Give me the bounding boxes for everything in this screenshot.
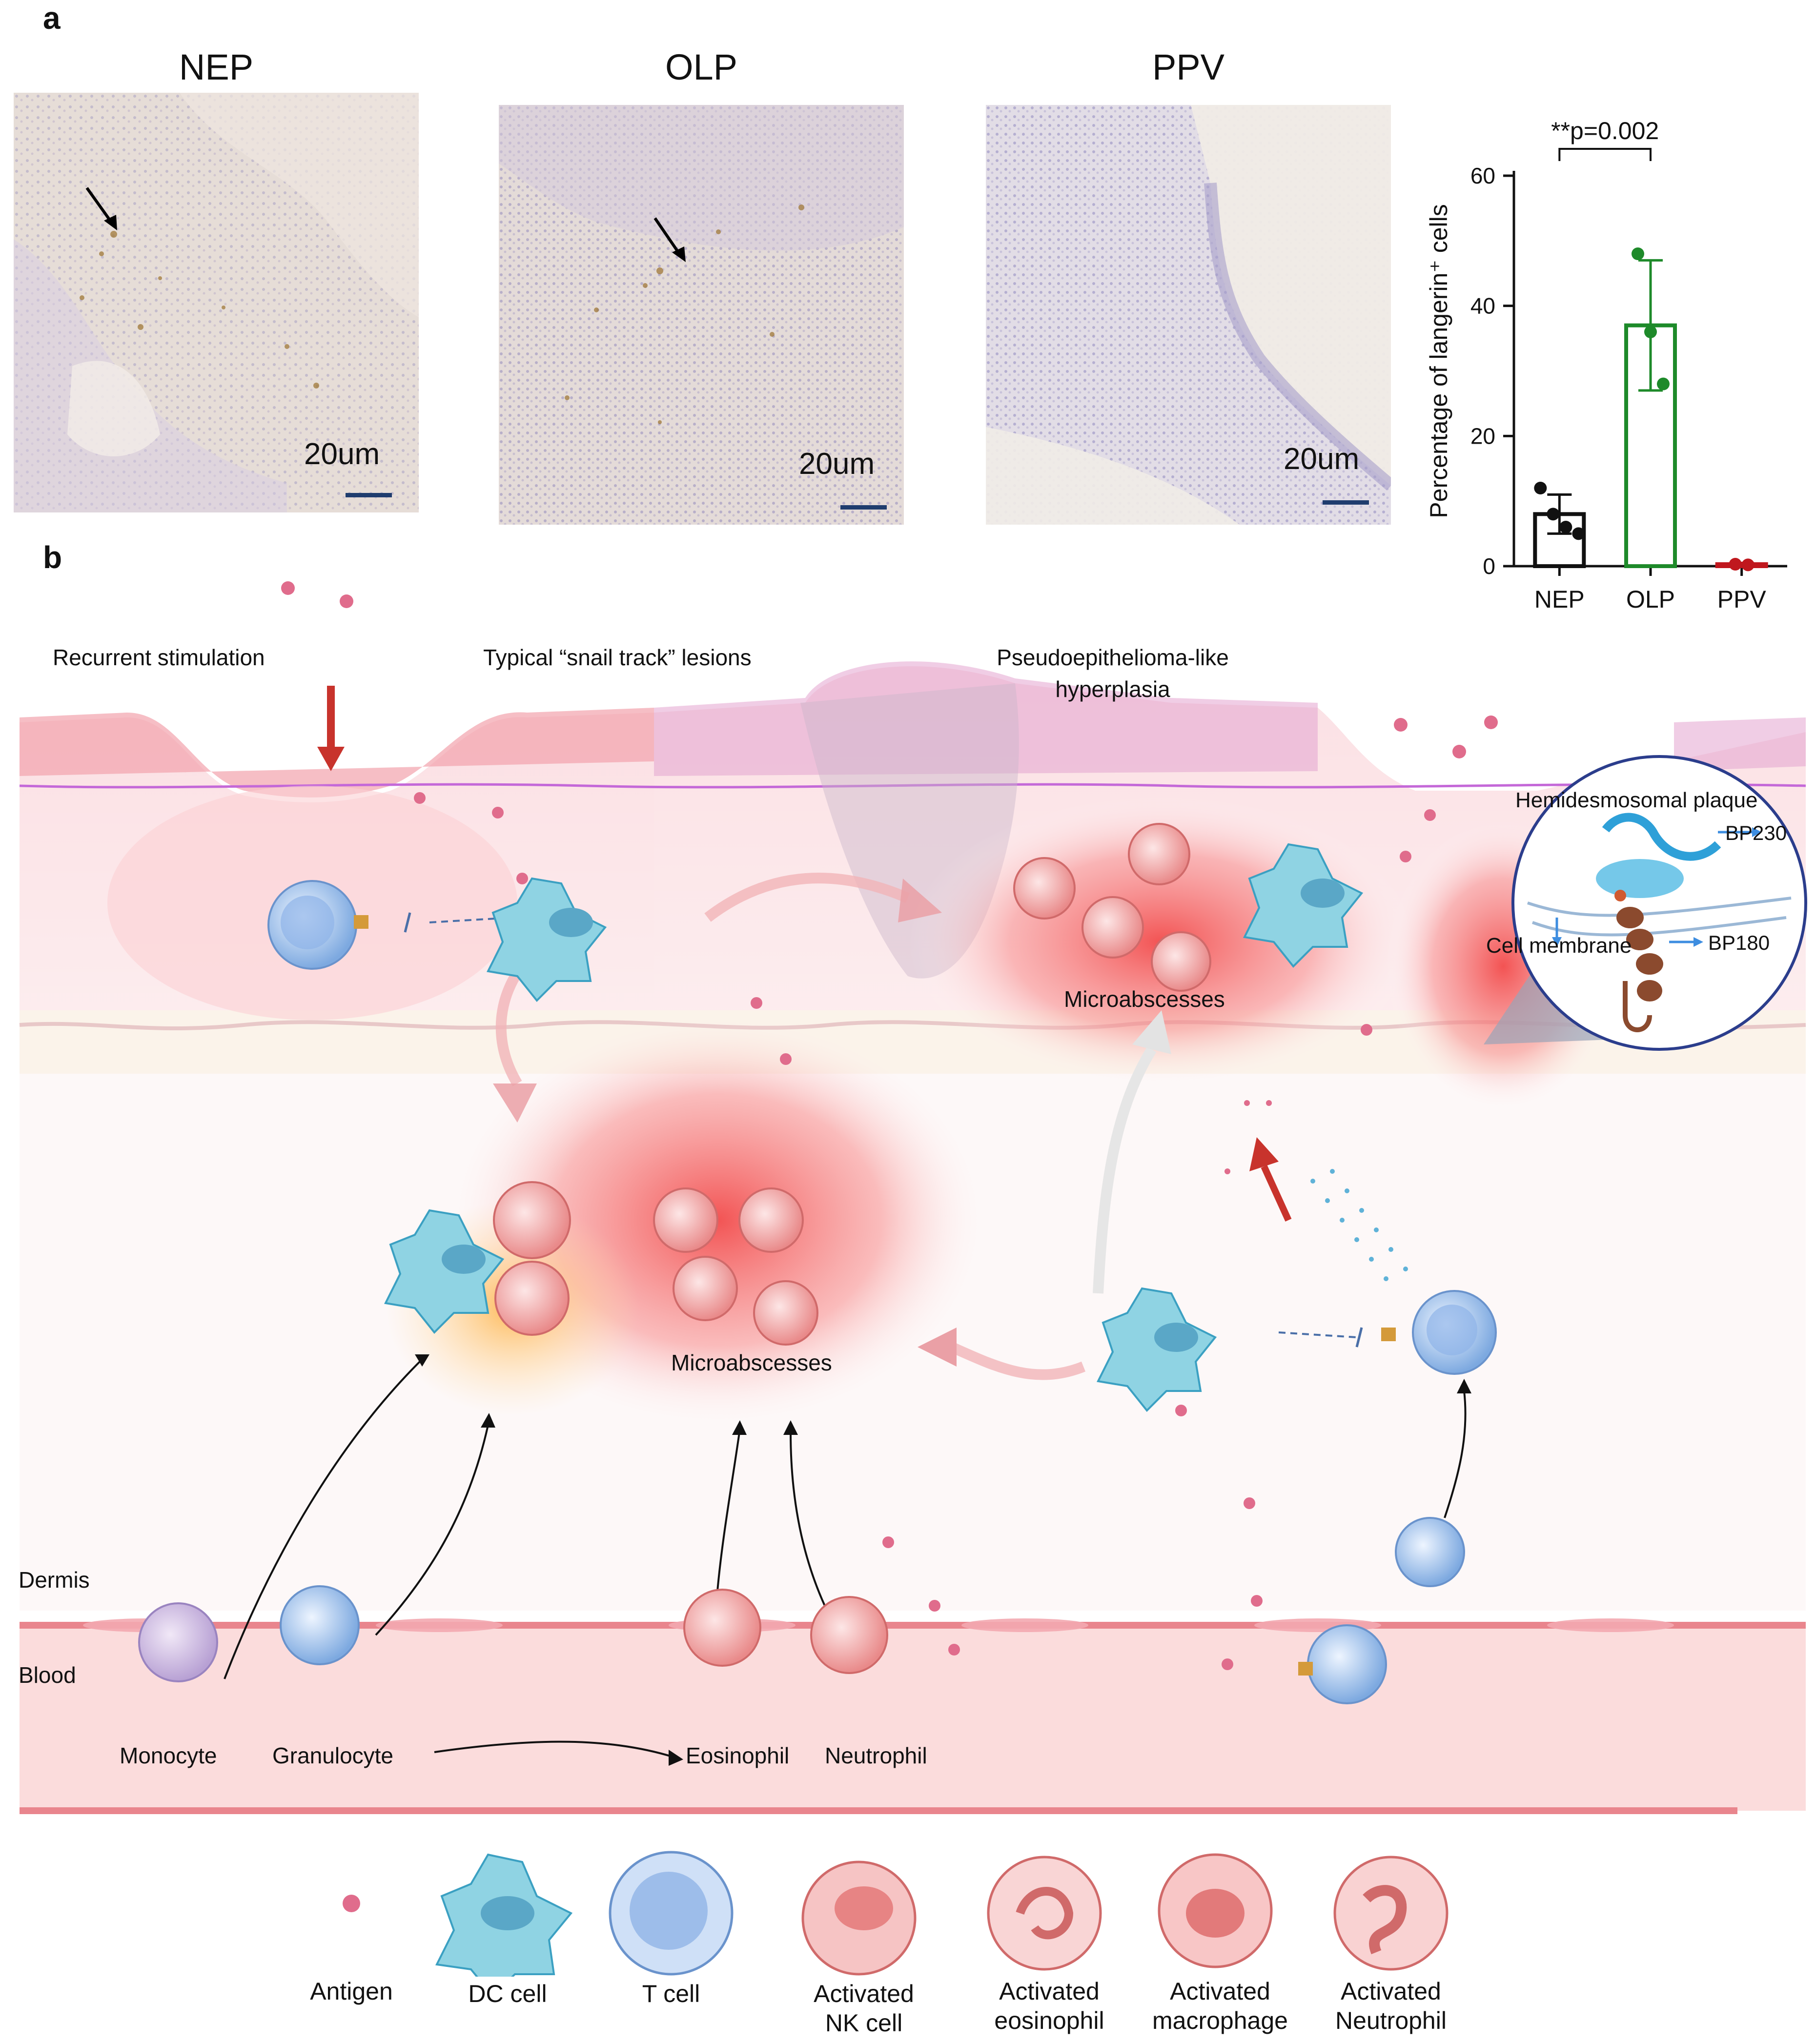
label-neutrophil: Neutrophil [825,1743,927,1768]
legend-tcell-icon [609,1851,734,1976]
olp-scale-bar [840,505,887,510]
ppv-micrograph: 20um [986,105,1395,525]
granulocyte-cell [280,1585,360,1665]
eosinophil-cell [683,1589,761,1667]
dc-cell-epithelium [1243,843,1364,968]
label-cell-membrane: Cell membrane [1486,934,1632,958]
panel-b-letter: b [43,540,62,575]
panel-a-letter: a [43,0,61,36]
micro-title-olp: OLP [665,47,738,87]
nep-arrow [85,187,117,230]
micro-title-nep: NEP [179,47,254,87]
stimulation-arrow [317,686,345,771]
x-tick-label: OLP [1626,586,1675,613]
legend-nk-icon [801,1860,917,1976]
legend-neutrophil-icon [1333,1856,1449,1971]
legend-dc-icon [435,1853,573,1998]
label-microabscesses-upper: Microabscesses [1064,986,1225,1012]
olp-scale-label: 20um [799,447,875,481]
hemidesmosome-inset [1484,755,1807,1051]
olp-micrograph: 20um [499,105,904,525]
t-cell-blood [1298,1624,1387,1704]
langerin-chart-svg: 0 20 40 60 NEP OLP PPV **p=0.002 Percentage o… [1425,117,1787,613]
data-point-nep [1559,521,1572,533]
x-tick-label: PPV [1717,586,1767,613]
bars-group [1533,247,1768,572]
dc-cell-right [1097,1287,1217,1412]
legend-eosinophil-icon [987,1856,1102,1971]
significance-bracket-line [1558,148,1652,161]
nep-scale-bar [346,493,392,497]
significance-bracket: **p=0.002 [1551,117,1659,161]
x-tick-label: NEP [1534,586,1585,613]
label-blood: Blood [19,1662,76,1688]
data-point-nep [1547,508,1560,521]
data-point-ppv [1729,558,1742,571]
label-eosinophil: Eosinophil [686,1743,790,1768]
label-granulocyte: Granulocyte [272,1743,394,1768]
legend-dc-label: DC cell [468,1980,547,2007]
monocyte-cell [138,1602,218,1682]
data-point-ppv [1741,558,1755,572]
t-cell-upper [267,880,368,970]
legend-eosinophil-label: Activated eosinophil [994,1978,1104,2034]
langerin-chart: 0 20 40 60 NEP OLP PPV **p=0.002 Percentage o… [1406,88,1806,639]
y-axis-label: Percentage of langerin⁺ cells [1425,204,1452,518]
data-point-olp [1632,247,1644,260]
significance-label: **p=0.002 [1551,117,1659,144]
y-tick-label: 40 [1470,293,1495,319]
data-point-olp [1644,326,1657,338]
antigen-markers [281,581,1498,1670]
tissue-illustration [19,581,1807,1814]
y-tick-label: 20 [1470,423,1495,449]
data-point-nep [1534,482,1547,494]
microabscess-cells-epithelium [1013,823,1211,992]
nep-micrograph: 20um [14,93,419,512]
t-cell-right [1381,1290,1497,1375]
legend-tcell-label: T cell [642,1980,700,2007]
label-bp230: BP230 [1725,821,1787,844]
y-tick-label: 60 [1470,163,1495,188]
label-snail-track: Typical “snail track” lesions [483,645,752,670]
ppv-scale-label: 20um [1284,442,1360,476]
olp-arrow [653,217,686,262]
label-dermis: Dermis [19,1567,90,1593]
legend-neutrophil-label: Activated Neutrophil [1335,1978,1447,2034]
y-axis: 0 20 40 60 [1470,163,1515,579]
legend-icons [343,1851,1449,1998]
microabscess-cells-dermis [493,1181,818,1346]
ppv-scale-bar [1323,500,1369,505]
data-point-nep [1572,527,1585,540]
label-hemidesmosomal-plaque: Hemidesmosomal plaque [1515,788,1758,812]
dc-cell-upper [487,877,607,1002]
legend-antigen-label: Antigen [310,1978,393,2005]
label-pseudoepithelioma-1: Pseudoepithelioma-like [997,645,1229,670]
legend-macrophage-label: Activated macrophage [1152,1978,1288,2034]
legend-nk-label: Activated NK cell [814,1980,914,2037]
y-tick-label: 0 [1483,553,1495,579]
micro-title-ppv: PPV [1152,47,1225,87]
label-bp180: BP180 [1708,931,1770,954]
label-microabscesses-lower: Microabscesses [671,1350,832,1375]
legend-macrophage-icon [1158,1853,1273,1968]
data-point-olp [1657,377,1670,390]
label-pseudoepithelioma-2: hyperplasia [1055,676,1170,702]
nep-scale-label: 20um [304,437,380,471]
label-monocyte: Monocyte [120,1743,217,1768]
cell-legend: Antigen DC cell T cell Activated NK cell… [273,1840,1816,2037]
dc-cell-dermis [384,1209,505,1334]
label-recurrent-stimulation: Recurrent stimulation [53,645,265,670]
legend-antigen-icon [343,1895,360,1912]
t-cell-dermis [1395,1517,1465,1587]
neutrophil-cell [810,1596,888,1674]
